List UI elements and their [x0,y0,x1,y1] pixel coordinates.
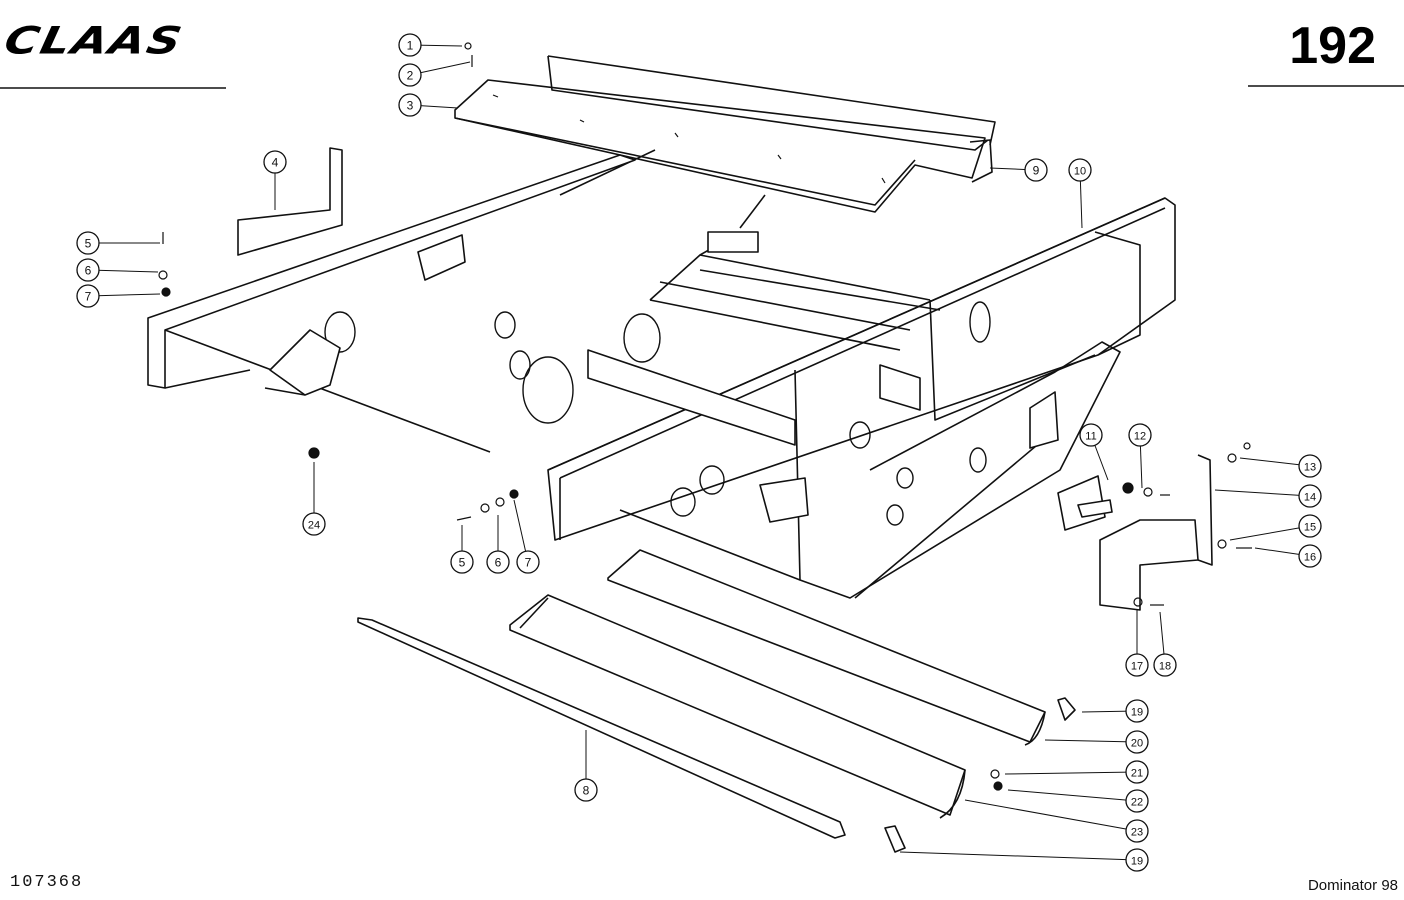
callout-leader [87,293,161,297]
callout-circle [1024,158,1048,182]
clip-19-upper [1057,697,1076,721]
callout-number: 16 [1304,552,1316,564]
callout-circle [450,550,474,574]
callout-circle [1125,760,1149,784]
callout-leader [1044,739,1138,743]
top-cover-channel [454,55,996,213]
callout-number: 2 [407,69,414,83]
callout-circle [1153,653,1177,677]
callout-circle [1298,454,1322,478]
cover-pan-20 [607,549,1046,746]
callout-circle [1125,699,1149,723]
callout-number: 7 [525,556,532,570]
callout-leader [1214,489,1311,497]
callout-circle [516,550,540,574]
page-number: 192 [1289,17,1376,75]
callout-number: 7 [85,290,92,304]
drawing-number: 107368 [10,873,84,892]
callout-number: 5 [459,556,466,570]
callout-circle [486,550,510,574]
callout-circle [574,778,598,802]
callout-circle [1298,544,1322,568]
callout-leader [1007,789,1138,802]
callout-number: 8 [583,784,590,798]
right-bracket-assembly [1057,454,1213,611]
callout-leader [964,799,1138,832]
callout-number: 10 [1074,166,1086,178]
callout-circle [1298,514,1322,538]
callout-circle [1128,423,1152,447]
callout-number: 19 [1131,856,1143,868]
frame-holes [305,301,991,526]
callout-number: 3 [407,99,414,113]
callout-leader [1004,771,1138,775]
callout-circle [1298,484,1322,508]
callout-circle [1125,653,1149,677]
callout-number: 15 [1304,522,1316,534]
callout-number: 18 [1159,661,1171,673]
strip-part-8 [357,617,846,839]
callout-leader [1239,457,1311,467]
callout-circle [1125,730,1149,754]
callout-circle [76,284,100,308]
callout-number: 23 [1131,827,1143,839]
cover-pan-23 [509,594,966,819]
callout-circle [302,512,326,536]
model-name: Dominator 98 [1307,877,1398,894]
callout-number: 9 [1033,164,1040,178]
callout-circle [1125,848,1149,872]
callout-number: 12 [1134,431,1146,443]
callout-number: 22 [1131,797,1143,809]
main-frame [547,197,1176,599]
side-plate-part-4 [237,147,343,256]
fasteners [158,42,1252,791]
callout-circle [1125,789,1149,813]
clip-19-lower [884,825,906,853]
callout-number: 17 [1131,661,1143,673]
callout-number: 4 [272,156,279,170]
callout-number: 11 [1085,431,1096,443]
callout-circle [1079,423,1103,447]
callout-number: 20 [1131,738,1143,750]
callout-number: 19 [1131,707,1143,719]
callout-circle [76,231,100,255]
callout-number: 24 [308,520,320,532]
callout-circle [398,63,422,87]
callout-number: 6 [85,264,92,278]
callout-circle [398,33,422,57]
callout-number: 14 [1304,492,1316,504]
callout-number: 21 [1131,768,1143,780]
callout-leader [1229,525,1311,541]
callout-number: 5 [85,237,92,251]
callout-circle [1068,158,1092,182]
callout-circle [1125,819,1149,843]
callout-leader [899,851,1138,861]
callout-number: 6 [495,556,502,570]
callout-leader [87,269,159,273]
callout-circle [263,150,287,174]
callout-circle [76,258,100,282]
left-side-rail [147,154,636,453]
callout-number: 13 [1304,462,1316,474]
callout-number: 1 [407,39,414,53]
callout-circle [398,93,422,117]
